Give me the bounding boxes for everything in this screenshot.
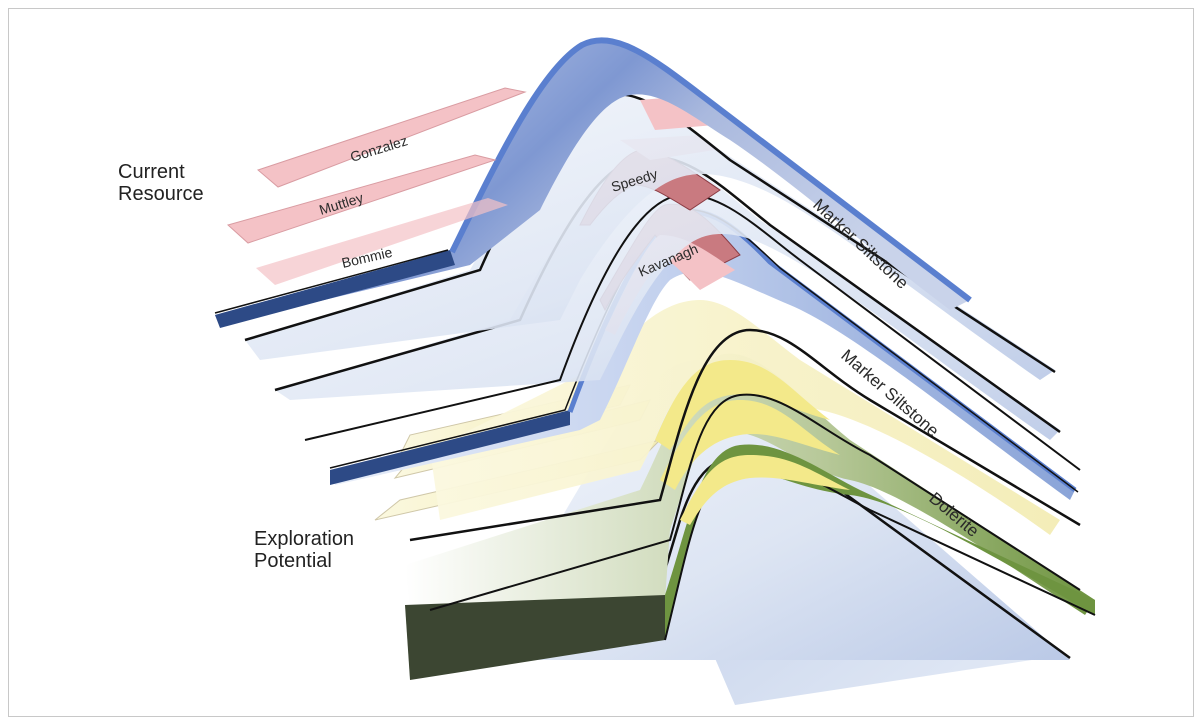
exploration-line-2 [429,393,1081,611]
dolerite-face [405,595,665,680]
dolerite-top [405,353,1095,615]
bed-upper-2 [245,96,1055,380]
bed-mid-1 [275,158,1060,440]
exploration-potential-label: Exploration Potential [254,528,354,572]
gonzalez-strip [256,87,527,188]
exploration-potential-line2: Potential [254,550,332,572]
kavanagh-lower [605,235,735,335]
current-resource-line1: Current [118,161,185,183]
bommie-strip [256,198,508,285]
marker-upper-line [214,249,449,314]
yellow-lens-3 [680,455,850,525]
exploration-line-1 [409,328,1081,542]
yellow-lens-1 [655,360,830,450]
marker-upper-edge [449,37,972,303]
marker-lower-band [330,410,570,485]
yellow-upper-sheet [430,300,1060,535]
marker-upper-band [215,250,455,328]
yellow-lens-2 [660,400,840,490]
current-resource-line2: Resource [118,183,204,205]
exploration-potential-line1: Exploration [254,528,355,550]
current-resource-label: Current Resource [118,161,204,205]
muttley-strip [226,154,497,244]
